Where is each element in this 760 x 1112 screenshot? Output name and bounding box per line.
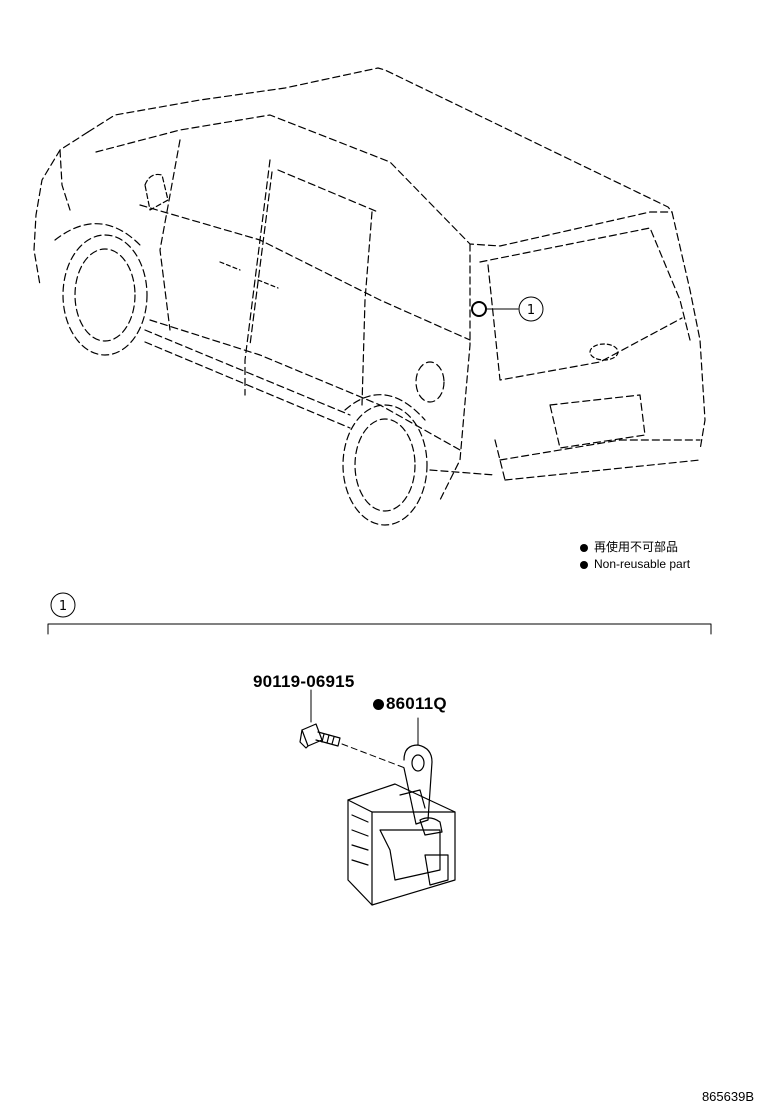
vehicle-callout-circle bbox=[518, 296, 544, 322]
legend: 再使用不可部品 Non-reusable part bbox=[580, 539, 690, 573]
module-part-number: 86011Q bbox=[386, 694, 447, 713]
vehicle-body bbox=[33, 67, 706, 501]
reference-code: 865639B bbox=[701, 1089, 754, 1104]
side-mirror bbox=[144, 173, 169, 211]
bullet-icon bbox=[580, 543, 588, 552]
front-wheel bbox=[54, 223, 148, 356]
module-drawing bbox=[347, 717, 456, 906]
bolt-part-number: 90119-06915 bbox=[253, 672, 355, 691]
bullet-icon bbox=[580, 560, 588, 569]
legend-row-japanese: 再使用不可部品 bbox=[580, 539, 690, 556]
part-location-marker bbox=[471, 301, 487, 317]
legend-row-english: Non-reusable part bbox=[580, 556, 690, 573]
vehicle-callout-number: 1 bbox=[527, 303, 535, 318]
section-callout-number: 1 bbox=[59, 599, 67, 614]
non-reusable-dot-icon bbox=[373, 698, 384, 710]
legend-text-english: Non-reusable part bbox=[594, 557, 691, 571]
rear-wheel bbox=[342, 394, 428, 526]
section-bracket bbox=[47, 623, 712, 635]
module-part-label: 86011Q bbox=[373, 694, 447, 714]
section-callout-circle bbox=[50, 592, 76, 618]
bolt-drawing bbox=[299, 689, 341, 749]
legend-text-japanese: 再使用不可部品 bbox=[594, 540, 679, 554]
